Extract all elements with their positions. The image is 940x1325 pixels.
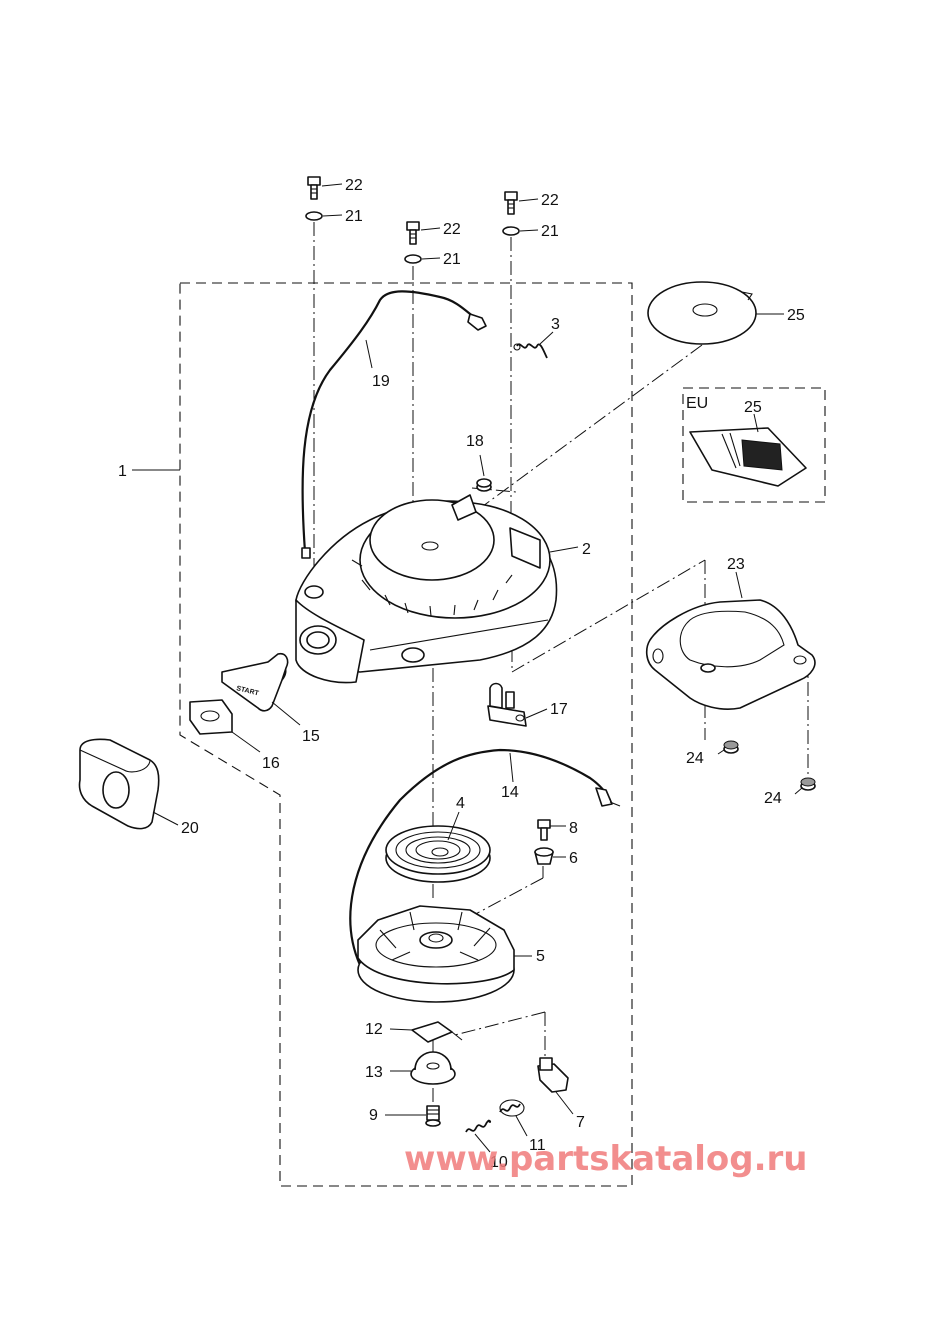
reel-5 — [357, 905, 515, 1003]
grommet-24-a — [723, 740, 739, 754]
spring-3 — [513, 343, 548, 359]
bolt-8 — [537, 819, 551, 841]
watermark: www.partskatalog.ru — [404, 1139, 808, 1179]
label-3: 3 — [551, 316, 560, 333]
guide-20 — [78, 738, 160, 830]
label-2: 2 — [582, 541, 591, 558]
eu-label-25 — [689, 427, 807, 487]
label-9: 9 — [369, 1107, 378, 1124]
pad-16 — [189, 699, 233, 735]
part-labels: 22 21 22 21 22 21 3 19 1 18 2 25 EU 25 2… — [118, 177, 805, 1171]
part-17 — [487, 682, 527, 727]
label-21-a: 21 — [345, 208, 363, 225]
bolt-22-c — [504, 191, 518, 215]
part-7 — [537, 1057, 569, 1093]
spring-11 — [499, 1099, 525, 1117]
bolt-9 — [425, 1105, 441, 1127]
part-12 — [411, 1021, 463, 1043]
eu-title: EU — [686, 395, 708, 412]
label-1: 1 — [118, 463, 127, 480]
label-5: 5 — [536, 948, 545, 965]
starter-housing-2 — [295, 494, 558, 684]
label-11: 11 — [529, 1137, 546, 1154]
label-23: 23 — [727, 556, 745, 573]
label-24-a: 24 — [686, 750, 704, 767]
label-12: 12 — [365, 1021, 383, 1038]
label-25: 25 — [787, 307, 805, 324]
label-8: 8 — [569, 820, 578, 837]
washer-21-a — [305, 211, 323, 221]
label-21-c: 21 — [541, 223, 559, 240]
label-21-b: 21 — [443, 251, 461, 268]
label-7: 7 — [576, 1114, 585, 1131]
cover-23 — [645, 599, 816, 710]
bolt-22-b — [406, 221, 420, 245]
leader-lines — [132, 183, 803, 1153]
label-14: 14 — [501, 784, 519, 801]
label-24-b: 24 — [764, 790, 782, 807]
rope-14 — [349, 748, 621, 966]
label-22-b: 22 — [443, 221, 461, 238]
label-15: 15 — [302, 728, 320, 745]
washer-21-c — [502, 226, 520, 236]
disc-25 — [647, 281, 757, 345]
part-18 — [476, 478, 492, 492]
bolt-22-a — [307, 176, 321, 200]
label-10: 10 — [490, 1154, 508, 1171]
cable-19 — [301, 290, 487, 559]
label-19: 19 — [372, 373, 390, 390]
label-20: 20 — [181, 820, 199, 837]
spring-10 — [465, 1119, 492, 1133]
spiral-spring-4 — [385, 825, 491, 883]
label-16: 16 — [262, 755, 280, 772]
label-18: 18 — [466, 433, 484, 450]
label-22-c: 22 — [541, 192, 559, 209]
eu-box — [682, 387, 826, 503]
assembly-boundary — [179, 282, 633, 1187]
label-25-eu: 25 — [744, 399, 762, 416]
part-13 — [410, 1051, 456, 1085]
label-22-a: 22 — [345, 177, 363, 194]
washer-21-b — [404, 254, 422, 264]
label-13: 13 — [365, 1064, 383, 1081]
grommet-24-b — [800, 777, 816, 791]
label-4: 4 — [456, 795, 465, 812]
collar-6 — [534, 847, 554, 865]
handle-15: START — [221, 652, 289, 712]
label-6: 6 — [569, 850, 578, 867]
label-17: 17 — [550, 701, 568, 718]
